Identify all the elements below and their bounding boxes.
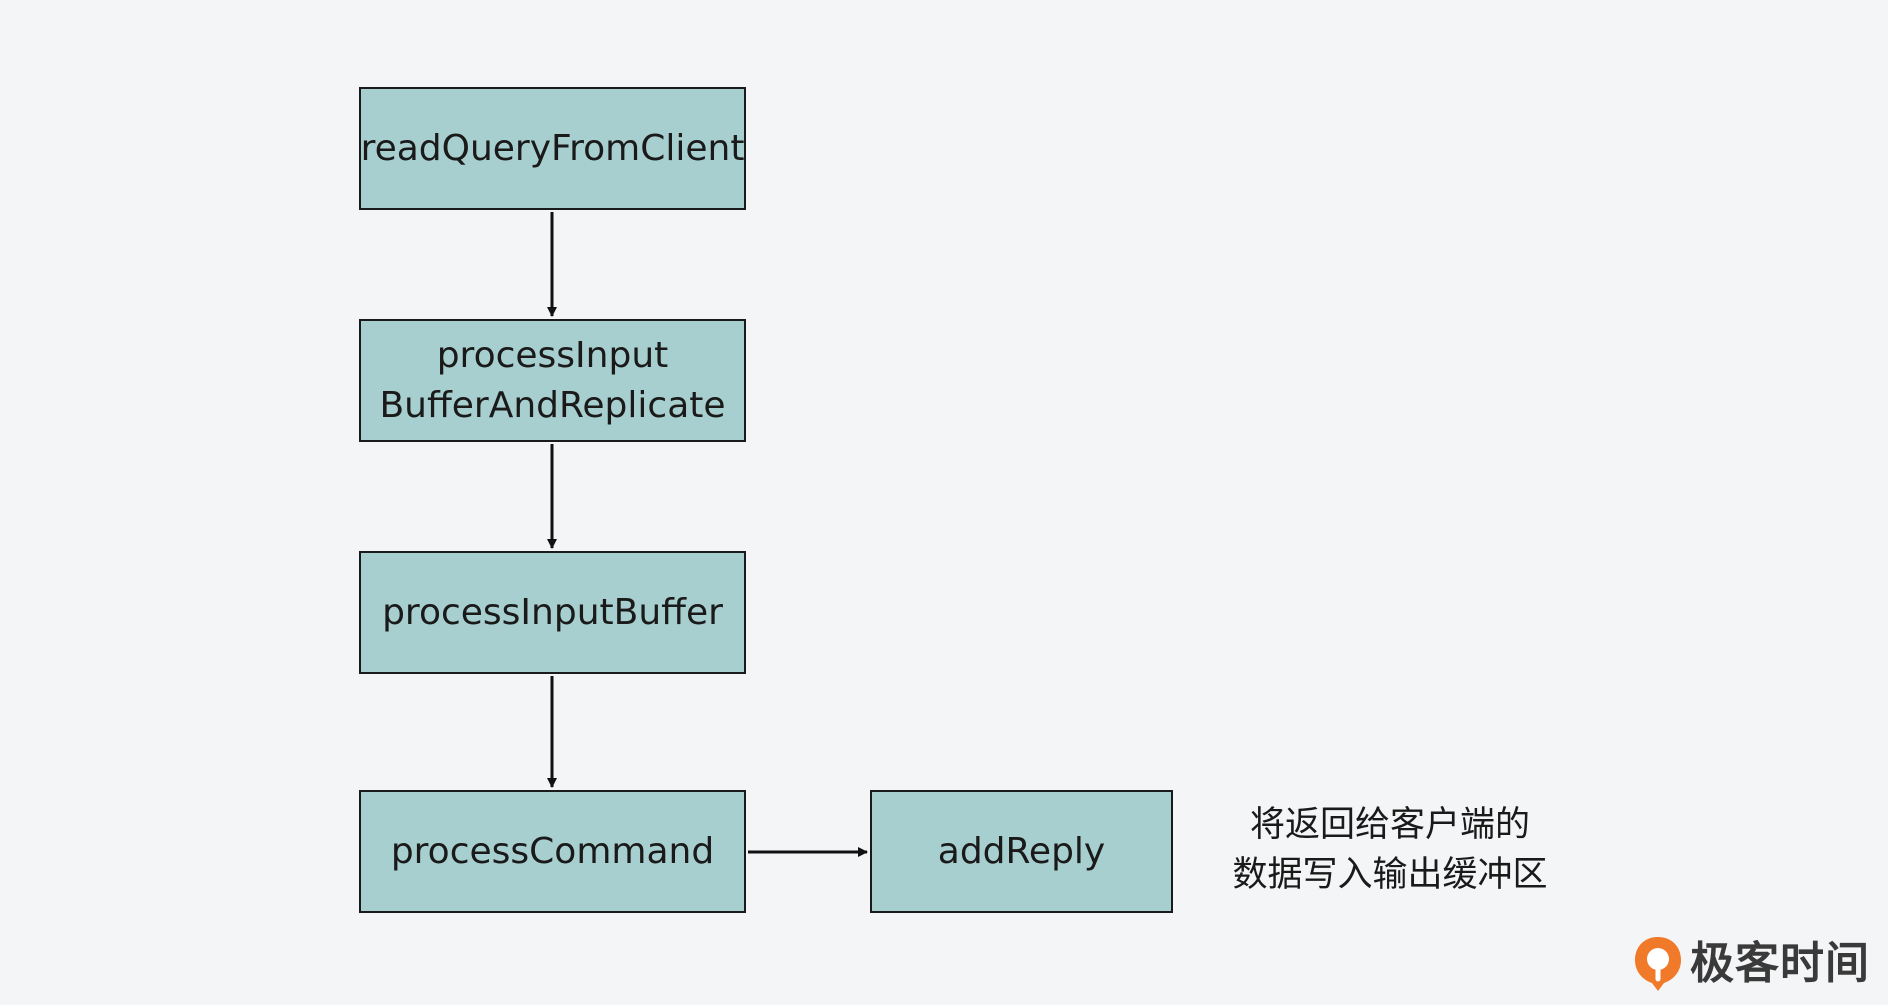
node-process-input-buffer-and-replicate: processInput BufferAndReplicate [359,319,746,442]
geektime-logo-icon [1635,937,1681,991]
node-add-reply: addReply [870,790,1173,913]
node-read-query-from-client: readQueryFromClient [359,87,746,210]
logo-wordmark: 极客时间 [1690,938,1870,989]
geektime-logo: 极客时间 [1632,934,1870,994]
node-process-command: processCommand [359,790,746,913]
add-reply-annotation: 将返回给客户端的 数据写入输出缓冲区 [1232,805,1548,895]
node-process-input-buffer: processInputBuffer [359,551,746,674]
